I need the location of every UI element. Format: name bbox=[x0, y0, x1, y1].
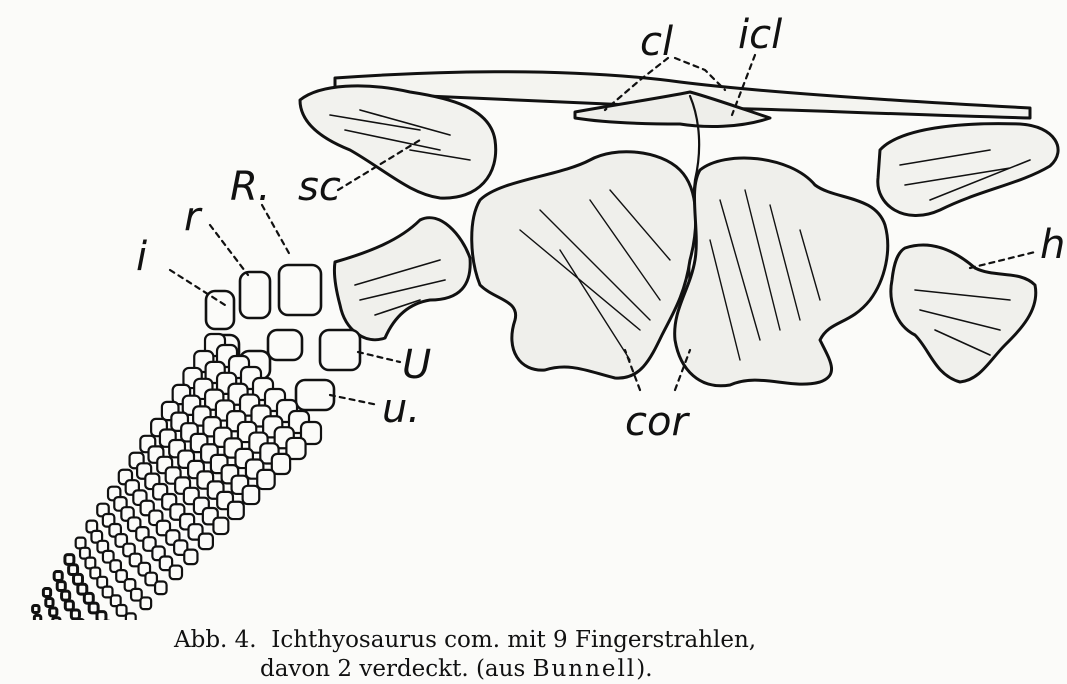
fin-phalanx bbox=[257, 470, 274, 489]
fin-bone bbox=[240, 272, 270, 318]
fin-bone bbox=[268, 330, 302, 360]
label-U: U bbox=[402, 342, 431, 388]
fin-phalanx bbox=[34, 615, 40, 620]
label-r: r bbox=[184, 194, 203, 240]
fin-phalanx bbox=[126, 613, 136, 620]
fin-phalanx bbox=[170, 566, 182, 580]
caption-line2-end: ). bbox=[636, 656, 652, 682]
fin-phalanx bbox=[272, 454, 290, 474]
label-cl: cl bbox=[640, 19, 673, 65]
fin-bone bbox=[296, 380, 334, 410]
caption-line2-start: davon 2 verdeckt. (aus bbox=[260, 656, 525, 682]
fin-phalanx bbox=[140, 597, 151, 609]
caption-author: Bunnell bbox=[533, 656, 637, 682]
coracoid-right bbox=[675, 158, 888, 386]
fin-phalanx bbox=[54, 572, 62, 581]
humerus-left bbox=[334, 218, 470, 340]
drawing: cl icl sc R. r i U u. h cor bbox=[0, 0, 1067, 620]
fin-phalanx bbox=[53, 618, 60, 620]
fin-phalanx bbox=[228, 502, 244, 519]
fin-bone bbox=[279, 265, 321, 315]
fin-phalanx bbox=[33, 605, 39, 612]
fin-phalanx bbox=[155, 581, 167, 594]
label-h: h bbox=[1040, 222, 1065, 268]
fin-phalanx bbox=[62, 591, 70, 600]
label-R: R. bbox=[230, 164, 271, 210]
fin-phalanx bbox=[243, 486, 260, 504]
fin-phalanx bbox=[65, 601, 73, 610]
scapula-right bbox=[878, 124, 1058, 216]
fin-phalanx bbox=[199, 534, 213, 549]
coracoid-left bbox=[472, 152, 696, 378]
fin-phalanx bbox=[50, 608, 57, 616]
fin-phalanx bbox=[71, 610, 79, 619]
caption-prefix: Abb. 4. bbox=[174, 627, 257, 653]
label-i: i bbox=[136, 234, 147, 280]
fin-phalanx bbox=[46, 599, 53, 607]
fin-phalanx bbox=[117, 605, 127, 616]
figure-caption: Abb. 4. Ichthyosaurus com. mit 9 Fingers… bbox=[174, 626, 1054, 684]
fin-skeleton bbox=[14, 265, 360, 620]
fin-phalanx bbox=[57, 582, 65, 591]
label-u: u. bbox=[382, 386, 420, 432]
fin-phalanx bbox=[97, 612, 106, 620]
fin-phalanx bbox=[43, 589, 50, 597]
label-icl: icl bbox=[738, 12, 782, 58]
fin-bone bbox=[320, 330, 360, 370]
fin-bone bbox=[206, 291, 234, 329]
fin-phalanx bbox=[213, 518, 228, 534]
label-sc: sc bbox=[298, 164, 341, 210]
caption-line1: Ichthyosaurus com. mit 9 Fingerstrahlen, bbox=[271, 627, 756, 653]
fin-phalanx bbox=[74, 574, 83, 584]
fin-phalanx bbox=[184, 550, 197, 565]
humerus-right bbox=[891, 245, 1036, 382]
label-cor: cor bbox=[625, 399, 690, 445]
fin-phalanx bbox=[65, 555, 74, 565]
